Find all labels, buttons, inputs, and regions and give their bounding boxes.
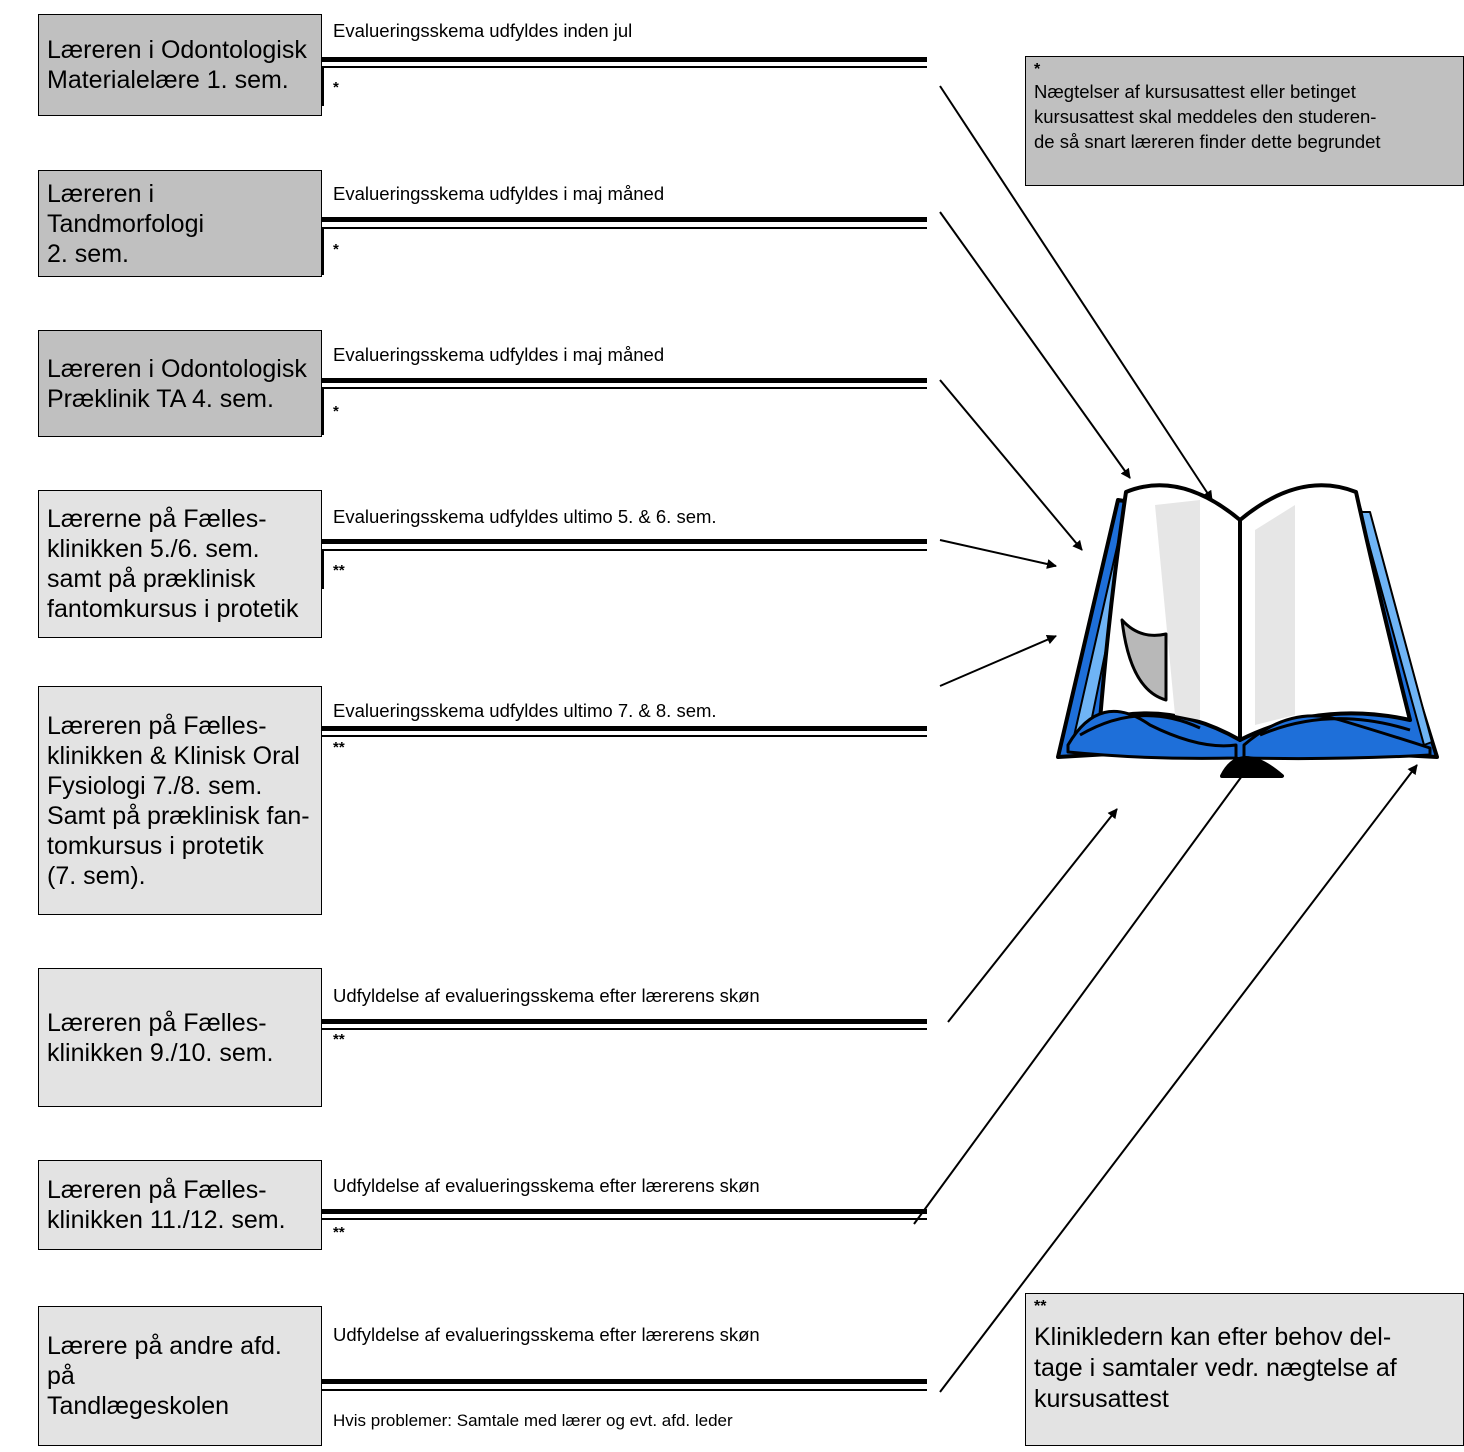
row-5-bar: [322, 726, 927, 731]
arrow-row-3: [939, 379, 1083, 551]
row-2-bar: [322, 217, 927, 222]
note-bottom: ** Klinikledern kan efter behov del- tag…: [1025, 1293, 1464, 1446]
teacher-box-1: Læreren i Odontologisk Materialelære 1. …: [38, 14, 322, 116]
row-8-label: Udfyldelse af evalueringsskema efter lær…: [333, 1324, 760, 1345]
teacher-box-3-text: Læreren i Odontologisk Præklinik TA 4. s…: [47, 354, 307, 413]
row-4-mark: **: [333, 562, 345, 579]
teacher-box-7-text: Læreren på Fælles- klinikken 11./12. sem…: [47, 1176, 286, 1234]
row-1-line: [322, 66, 927, 68]
row-4-tick: [322, 549, 324, 589]
row-1-bar: [322, 57, 927, 62]
row-3-line: [322, 387, 927, 389]
teacher-box-8: Lærere på andre afd. på Tandlægeskolen: [38, 1306, 322, 1446]
teacher-box-4-text: Lærerne på Fælles- klinikken 5./6. sem. …: [47, 505, 299, 623]
row-1-label: Evalueringsskema udfyldes inden jul: [333, 20, 633, 41]
teacher-box-2: Læreren i Tandmorfologi 2. sem.: [38, 170, 322, 277]
row-7-bar: [322, 1209, 927, 1214]
teacher-box-2-text: Læreren i Tandmorfologi 2. sem.: [47, 179, 205, 268]
arrow-row-8: [939, 764, 1418, 1393]
arrow-row-6: [947, 808, 1118, 1023]
row-3-bar: [322, 378, 927, 383]
row-6-label: Udfyldelse af evalueringsskema efter lær…: [333, 985, 760, 1006]
row-4-label: Evalueringsskema udfyldes ultimo 5. & 6.…: [333, 506, 717, 527]
row-5-line: [322, 735, 927, 737]
teacher-box-8-text: Lærere på andre afd. på Tandlægeskolen: [47, 1332, 282, 1420]
row-8-note: Hvis problemer: Samtale med lærer og evt…: [333, 1411, 733, 1430]
row-7-label: Udfyldelse af evalueringsskema efter lær…: [333, 1175, 760, 1196]
teacher-box-7: Læreren på Fælles- klinikken 11./12. sem…: [38, 1160, 322, 1250]
row-8-line: [322, 1389, 927, 1391]
row-7-line: [322, 1218, 927, 1220]
row-3-label: Evalueringsskema udfyldes i maj måned: [333, 344, 665, 365]
teacher-box-4: Lærerne på Fælles- klinikken 5./6. sem. …: [38, 490, 322, 638]
arrow-row-2: [939, 211, 1131, 479]
row-3-mark: *: [333, 403, 339, 420]
row-5-label: Evalueringsskema udfyldes ultimo 7. & 8.…: [333, 700, 717, 721]
teacher-box-1-text: Læreren i Odontologisk Materialelære 1. …: [47, 36, 307, 94]
note-bottom-mark: **: [1034, 1298, 1047, 1315]
arrow-row-1: [939, 85, 1213, 501]
arrow-row-5: [939, 634, 1057, 687]
row-6-bar: [322, 1019, 927, 1024]
row-2-mark: *: [333, 241, 339, 258]
row-7-mark: **: [333, 1224, 345, 1241]
row-4-bar: [322, 539, 927, 544]
open-book-icon: [1056, 483, 1439, 778]
row-4-line: [322, 549, 927, 551]
row-2-label: Evalueringsskema udfyldes i maj måned: [333, 183, 665, 204]
row-8-bar: [322, 1379, 927, 1384]
note-top-mark: *: [1034, 61, 1041, 78]
row-2-tick: [322, 227, 324, 275]
teacher-box-3: Læreren i Odontologisk Præklinik TA 4. s…: [38, 330, 322, 437]
teacher-box-6: Læreren på Fælles- klinikken 9./10. sem.: [38, 968, 322, 1107]
teacher-box-6-text: Læreren på Fælles- klinikken 9./10. sem.: [47, 1008, 274, 1067]
note-top: * Nægtelser af kursusattest eller beting…: [1025, 56, 1464, 186]
row-6-mark: **: [333, 1031, 345, 1048]
row-6-line: [322, 1028, 927, 1030]
row-1-mark: *: [333, 79, 339, 96]
row-3-tick: [322, 387, 324, 435]
arrow-row-7: [913, 764, 1251, 1225]
row-1-tick: [322, 66, 324, 106]
arrow-row-4: [939, 539, 1057, 569]
note-bottom-text: Klinikledern kan efter behov del- tage i…: [1034, 1323, 1397, 1413]
teacher-box-5-text: Læreren på Fælles- klinikken & Klinisk O…: [47, 711, 310, 890]
row-2-line: [322, 227, 927, 229]
row-5-mark: **: [333, 739, 345, 756]
teacher-box-5: Læreren på Fælles- klinikken & Klinisk O…: [38, 686, 322, 915]
note-top-text: Nægtelser af kursusattest eller betinget…: [1034, 81, 1381, 152]
